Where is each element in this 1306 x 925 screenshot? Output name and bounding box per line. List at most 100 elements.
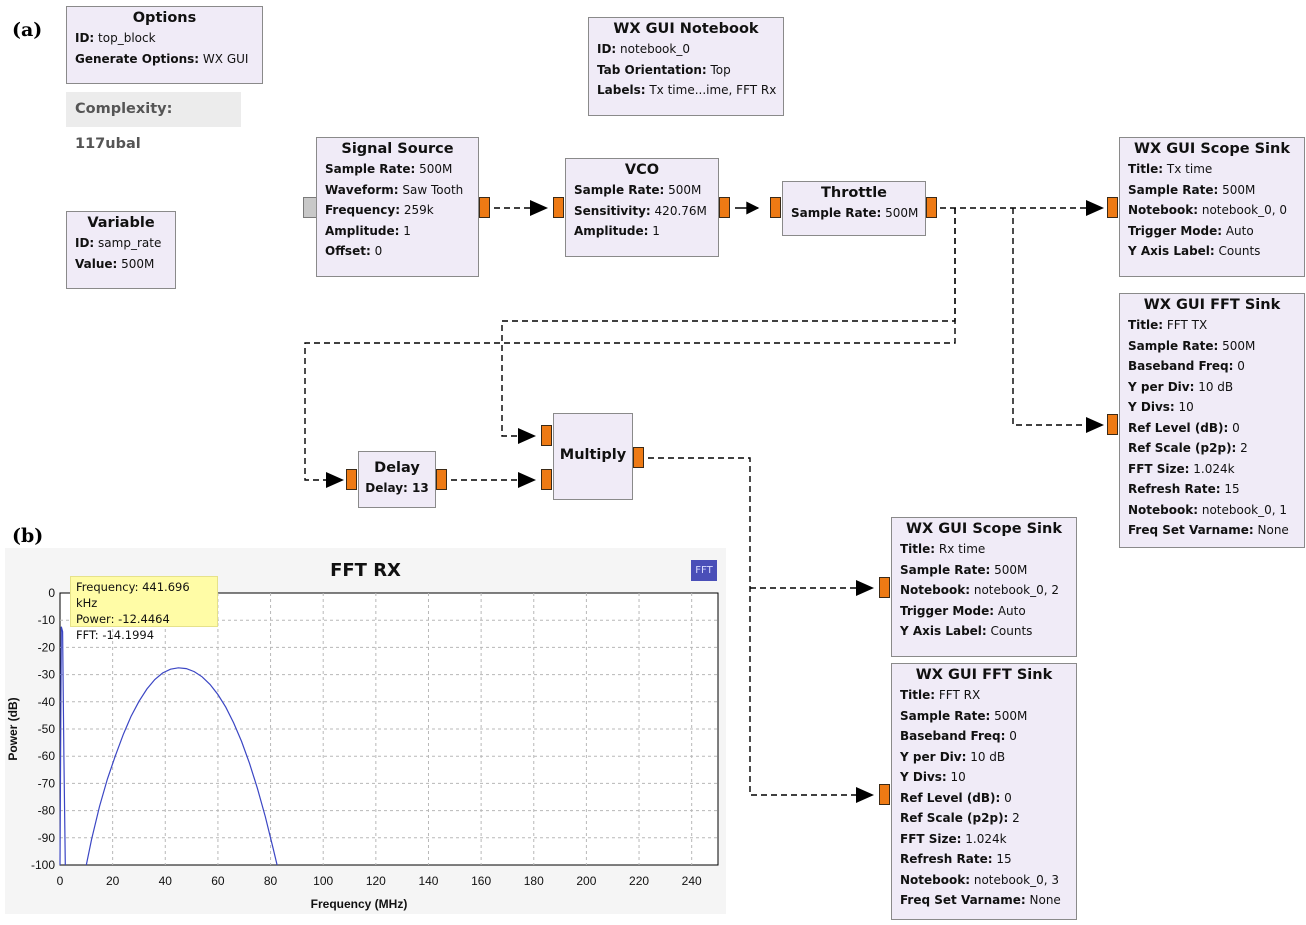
- fft-tx-block[interactable]: WX GUI FFT Sink Title: FFT TX Sample Rat…: [1119, 293, 1305, 548]
- block-row: Notebook: notebook_0, 1: [1128, 502, 1288, 517]
- block-title: WX GUI Scope Sink: [906, 521, 1062, 537]
- scope-tx-input-port[interactable]: [1107, 197, 1118, 218]
- variable-block[interactable]: Variable ID: samp_rate Value: 500M: [66, 211, 176, 289]
- tooltip-fft: FFT: -14.1994: [76, 628, 155, 642]
- block-row: Sensitivity: 420.76M: [574, 203, 707, 218]
- multiply-output-port[interactable]: [633, 447, 644, 468]
- multiply-input-port-0[interactable]: [541, 425, 552, 446]
- scope-tx-block[interactable]: WX GUI Scope Sink Title: Tx time Sample …: [1119, 137, 1305, 277]
- block-row: Tab Orientation: Top: [597, 62, 731, 77]
- arrow-scope-tx: [1086, 200, 1104, 216]
- block-row: FFT Size: 1.024k: [1128, 461, 1235, 476]
- fft-rx-block[interactable]: WX GUI FFT Sink Title: FFT RX Sample Rat…: [891, 663, 1077, 920]
- y-tick-label: -60: [38, 749, 56, 763]
- block-row: ID: samp_rate: [75, 236, 162, 250]
- block-row: Title: Rx time: [900, 542, 986, 556]
- block-row: Sample Rate: 500M: [325, 162, 453, 176]
- arrow-multiply-b: [518, 472, 536, 488]
- delay-output-port[interactable]: [436, 469, 447, 490]
- x-tick-label: 0: [57, 874, 64, 888]
- vco-output-port[interactable]: [719, 197, 730, 218]
- block-row: Sample Rate: 500M: [900, 708, 1028, 723]
- signal-source-output-port[interactable]: [479, 197, 490, 218]
- notebook-block[interactable]: WX GUI Notebook ID: notebook_0 Tab Orien…: [588, 17, 784, 116]
- cursor-tooltip: Frequency: 441.696 kHz Power: -12.4464 F…: [70, 576, 218, 642]
- block-row: Sample Rate: 500M: [574, 183, 702, 197]
- block-title: Signal Source: [341, 141, 454, 157]
- multiply-block[interactable]: Multiply: [553, 413, 633, 500]
- y-tick-label: -10: [38, 613, 56, 627]
- fft-tx-input-port[interactable]: [1107, 414, 1118, 435]
- y-tick-label: -90: [38, 831, 56, 845]
- x-tick-label: 220: [629, 874, 649, 888]
- throttle-output-port[interactable]: [926, 197, 937, 218]
- block-row: Generate Options: WX GUI: [75, 51, 249, 66]
- block-row: Y Axis Label: Counts: [900, 624, 1033, 638]
- scope-rx-input-port[interactable]: [879, 577, 890, 598]
- series-line-0: [59, 626, 66, 866]
- arrow-fft-tx: [1086, 417, 1104, 433]
- vco-input-port[interactable]: [553, 197, 564, 218]
- block-row: ID: notebook_0: [597, 42, 690, 56]
- arrow-multiply-a: [518, 428, 536, 444]
- block-title: WX GUI FFT Sink: [915, 667, 1053, 683]
- block-row: Refresh Rate: 15: [1128, 482, 1240, 496]
- block-row: Y per Div: 10 dB: [1128, 379, 1234, 394]
- throttle-block[interactable]: Throttle Sample Rate: 500M: [782, 181, 926, 236]
- block-row: Refresh Rate: 15: [900, 852, 1012, 866]
- block-row: Trigger Mode: Auto: [1128, 223, 1254, 238]
- block-row: Ref Level (dB): 0: [1128, 420, 1240, 435]
- delay-input-port[interactable]: [346, 469, 357, 490]
- block-row: Sample Rate: 500M: [1128, 338, 1256, 353]
- tooltip-power: Power: -12.4464: [76, 612, 170, 626]
- arrow-vco: [530, 200, 548, 216]
- block-title: Variable: [87, 215, 155, 231]
- wire-to-fft-tx: [1012, 208, 1098, 426]
- options-block[interactable]: Options ID: top_block Generate Options: …: [66, 6, 263, 84]
- block-row: Offset: 0: [325, 244, 383, 258]
- block-title: Throttle: [821, 185, 887, 201]
- series-line-1: [85, 667, 278, 866]
- block-row: Y Axis Label: Counts: [1128, 244, 1261, 258]
- y-tick-label: -80: [38, 804, 56, 818]
- x-tick-label: 60: [211, 874, 225, 888]
- x-tick-label: 240: [682, 874, 702, 888]
- block-row: Notebook: notebook_0, 3: [900, 872, 1060, 887]
- block-row: Ref Scale (p2p): 2: [1128, 441, 1248, 455]
- x-tick-label: 140: [418, 874, 438, 888]
- y-axis-label: Power (dB): [6, 697, 20, 760]
- block-row: Title: FFT TX: [1128, 318, 1208, 332]
- y-tick-label: -100: [31, 858, 55, 872]
- block-row: Baseband Freq: 0: [1128, 359, 1245, 373]
- y-tick-label: -20: [38, 640, 56, 654]
- block-row: Sample Rate: 500M: [900, 562, 1028, 577]
- multiply-input-port-1[interactable]: [541, 469, 552, 490]
- arrow-scope-rx: [856, 580, 874, 596]
- fft-rx-input-port[interactable]: [879, 784, 890, 805]
- block-title: WX GUI Scope Sink: [1134, 141, 1290, 157]
- chart-title: FFT RX: [330, 560, 401, 581]
- block-row: FFT Size: 1.024k: [900, 831, 1007, 846]
- y-tick-label: -40: [38, 695, 56, 709]
- block-row: Frequency: 259k: [325, 203, 434, 217]
- scope-rx-block[interactable]: WX GUI Scope Sink Title: Rx time Sample …: [891, 517, 1077, 657]
- block-row: Title: Tx time: [1128, 162, 1213, 176]
- vco-block[interactable]: VCO Sample Rate: 500M Sensitivity: 420.7…: [565, 158, 719, 257]
- block-row: Freq Set Varname: None: [1128, 523, 1289, 537]
- block-title: Delay: [374, 460, 420, 476]
- block-title: Options: [132, 10, 197, 26]
- block-row: Sample Rate: 500M: [1128, 182, 1256, 197]
- tooltip-frequency: Frequency: 441.696 kHz: [76, 580, 190, 610]
- block-row: Y Divs: 10: [1128, 400, 1194, 414]
- signal-source-block[interactable]: Signal Source Sample Rate: 500M Waveform…: [316, 137, 479, 277]
- block-row: Freq Set Varname: None: [900, 893, 1061, 907]
- delay-block[interactable]: Delay Delay: 13: [358, 451, 436, 508]
- complexity-label: Complexity: 117ubal: [66, 92, 241, 152]
- throttle-input-port[interactable]: [770, 197, 781, 218]
- fft-toggle-button[interactable]: FFT: [691, 560, 717, 581]
- block-row: Sample Rate: 500M: [791, 206, 919, 220]
- panel-label-b: (b): [12, 525, 44, 547]
- x-tick-label: 100: [313, 874, 333, 888]
